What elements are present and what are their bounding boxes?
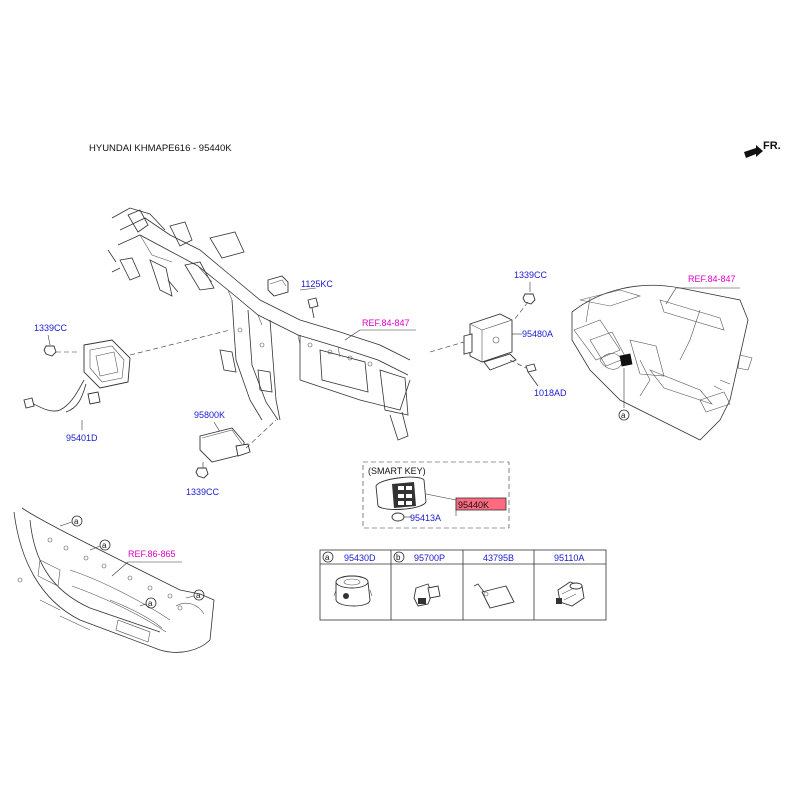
smart-key-group bbox=[362, 461, 510, 529]
callout-a-bumper-2: a bbox=[102, 541, 107, 550]
label-1125kc: 1125KC bbox=[301, 279, 333, 289]
screw-1018ad-icon bbox=[525, 363, 539, 387]
module-95800k bbox=[199, 427, 251, 463]
table-circle-a: a bbox=[325, 553, 330, 562]
label-95480a: 95480A bbox=[522, 329, 553, 339]
table-header-95110a: 95110A bbox=[554, 553, 584, 563]
nut-1339cc-top-icon bbox=[522, 293, 536, 305]
battery-icon bbox=[391, 512, 405, 522]
smart-key-title: (SMART KEY) bbox=[368, 466, 426, 476]
table-header-95430d: 95430D bbox=[344, 553, 376, 563]
label-95440k: 95440K bbox=[458, 500, 489, 510]
parts-table bbox=[319, 549, 607, 621]
callout-a-bumper-1: a bbox=[74, 517, 79, 526]
diagram-title: HYUNDAI KHMAPE616 - 95440K bbox=[89, 143, 232, 154]
callout-a-dashboard: a bbox=[621, 411, 626, 420]
cowl-cross-member bbox=[107, 207, 411, 441]
nut-1339cc-bottom-icon bbox=[195, 467, 209, 479]
tag-icon bbox=[473, 583, 515, 609]
label-1339cc-bottom: 1339CC bbox=[186, 487, 220, 497]
connector-icon bbox=[556, 581, 585, 607]
label-1339cc-left: 1339CC bbox=[34, 323, 68, 333]
ref-crossmember: REF.84-847 bbox=[362, 318, 410, 328]
table-circle-b: b bbox=[396, 553, 401, 562]
front-label: FR. bbox=[763, 140, 781, 152]
sensor-plug-icon bbox=[413, 583, 441, 607]
front-arrow-icon bbox=[744, 145, 763, 158]
highlight-95440k bbox=[455, 497, 507, 511]
label-1339cc-top: 1339CC bbox=[514, 270, 548, 280]
nut-1339cc-left-icon bbox=[43, 345, 57, 357]
smart-key-fob-icon bbox=[375, 476, 427, 510]
antenna-module bbox=[83, 339, 131, 389]
front-bumper bbox=[13, 507, 215, 653]
callout-a-bumper-4: a bbox=[196, 591, 201, 600]
table-header-95700p: 95700P bbox=[414, 553, 445, 563]
bolt-1125kc-icon bbox=[307, 297, 319, 319]
table-header-43795b: 43795B bbox=[483, 553, 514, 563]
start-button-icon bbox=[619, 353, 633, 367]
dashboard-assembly bbox=[571, 284, 753, 441]
label-95413a: 95413A bbox=[410, 513, 441, 523]
label-1018ad: 1018AD bbox=[534, 388, 567, 398]
label-95800k: 95800K bbox=[194, 410, 225, 420]
callout-a-bumper-3: a bbox=[148, 599, 153, 608]
ref-bumper: REF.86-865 bbox=[128, 549, 176, 559]
bracket-part bbox=[267, 275, 289, 297]
ref-dashboard: REF.84-847 bbox=[688, 274, 736, 284]
module-95480a bbox=[463, 313, 517, 371]
label-95401d: 95401D bbox=[66, 433, 98, 443]
lock-cylinder-icon bbox=[333, 575, 373, 607]
antenna-cable bbox=[23, 379, 101, 413]
